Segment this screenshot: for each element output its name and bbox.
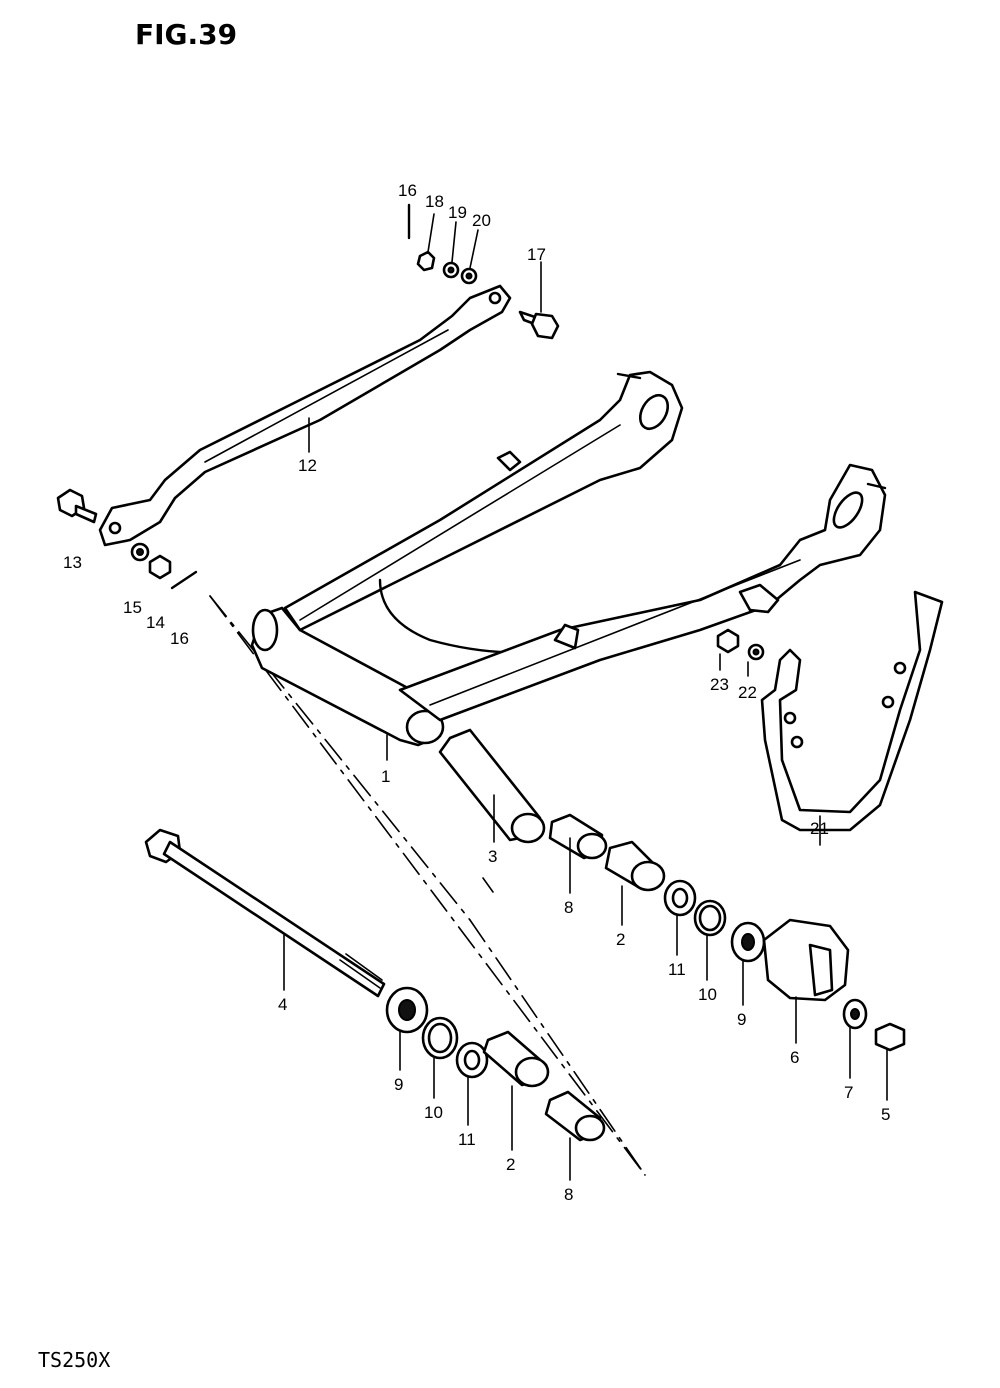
hardware-23-22 <box>716 628 765 661</box>
washers-upper <box>663 879 766 963</box>
callout-8-upper: 8 <box>564 898 573 917</box>
washer-nut-7-5 <box>842 998 906 1052</box>
callout-16: 16 <box>398 181 417 200</box>
bushing-part-3 <box>438 728 546 844</box>
callout-22: 22 <box>738 683 757 702</box>
callout-20: 20 <box>472 211 491 230</box>
callout-3: 3 <box>488 847 497 866</box>
callout-15: 15 <box>123 598 142 617</box>
collar-part-2-upper <box>604 840 666 892</box>
cap-part-6 <box>762 918 850 1002</box>
callout-12: 12 <box>298 456 317 475</box>
callout-10-upper: 10 <box>698 985 717 1004</box>
lower-stack-parts <box>385 986 606 1142</box>
leader-lines <box>283 213 888 1181</box>
callout-13: 13 <box>63 553 82 572</box>
pivot-bolt-part-4 <box>144 828 386 998</box>
callout-4: 4 <box>278 995 287 1014</box>
callout-7: 7 <box>844 1083 853 1102</box>
bolt-part-17 <box>518 310 560 340</box>
model-label: TS250X <box>38 1348 111 1372</box>
callout-21: 21 <box>810 819 829 838</box>
figure-title: FIG.39 <box>135 18 238 51</box>
callout-labels: 16 18 19 20 17 12 13 15 14 16 1 23 22 21… <box>63 181 890 1204</box>
callout-9-upper: 9 <box>737 1010 746 1029</box>
swing-arm-part <box>250 370 887 747</box>
callout-17: 17 <box>527 245 546 264</box>
callout-18: 18 <box>425 192 444 211</box>
callout-16-lower: 16 <box>170 629 189 648</box>
callout-11-upper: 11 <box>668 960 686 979</box>
callout-1: 1 <box>381 767 390 786</box>
bearing-part-8-upper <box>548 813 608 860</box>
torque-rod-part <box>98 284 512 547</box>
callout-14: 14 <box>146 613 165 632</box>
callout-11-lower: 11 <box>458 1130 476 1149</box>
chain-guide-part <box>760 590 944 832</box>
callout-8-lower: 8 <box>564 1185 573 1204</box>
callout-9-lower: 9 <box>394 1075 403 1094</box>
hardware-15-14-16 <box>130 542 198 590</box>
callout-19: 19 <box>448 203 467 222</box>
callout-2-lower: 2 <box>506 1155 515 1174</box>
callout-5: 5 <box>881 1105 890 1124</box>
top-hardware <box>407 203 478 285</box>
bolt-part-13 <box>56 488 98 524</box>
callout-6: 6 <box>790 1048 799 1067</box>
callout-2-upper: 2 <box>616 930 625 949</box>
callout-10-lower: 10 <box>424 1103 443 1122</box>
callout-23: 23 <box>710 675 729 694</box>
